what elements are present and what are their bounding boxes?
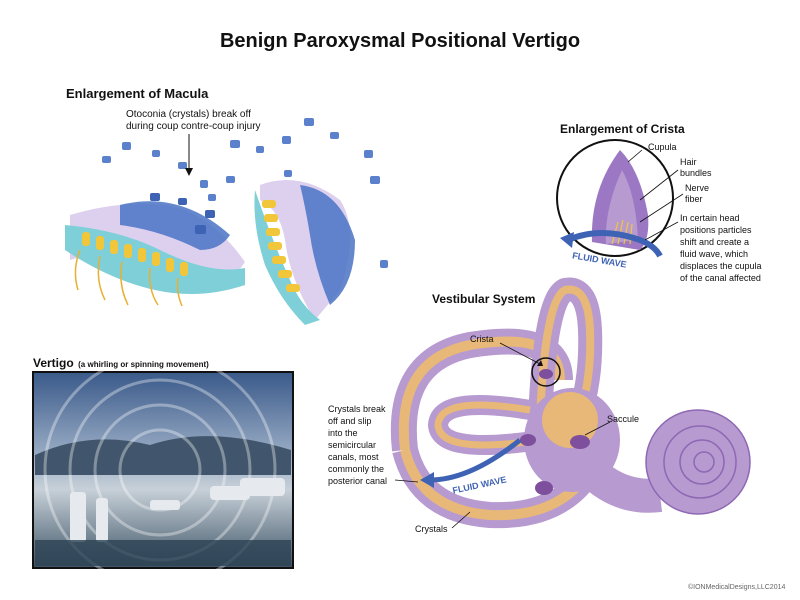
floating-otoconia <box>102 118 388 268</box>
crista-heading: Enlargement of Crista <box>560 122 685 136</box>
vertigo-subheading: (a whirling or spinning movement) <box>78 360 209 369</box>
saccule-label: Saccule <box>607 414 640 424</box>
macula-right-illustration <box>254 180 355 325</box>
vertigo-heading-row: Vertigo (a whirling or spinning movement… <box>33 354 209 372</box>
otoconia-callout-line1: Otoconia (crystals) break off <box>126 109 251 120</box>
vestibular-illustration <box>390 277 751 529</box>
vertigo-heading: Vertigo <box>33 356 74 370</box>
crista-description: In certain head positions particles shif… <box>680 213 762 283</box>
otoconia-callout-line2: during coup contre-coup injury <box>126 121 261 132</box>
crystals-description: Crystals break off and slip into the sem… <box>328 404 388 486</box>
hair-bundles-label-line2: bundles <box>680 168 712 178</box>
macula-left-illustration <box>65 193 245 307</box>
vestibular-heading: Vestibular System <box>432 292 536 306</box>
vertigo-photo <box>32 353 294 587</box>
crista-enlargement <box>556 139 684 258</box>
nerve-fiber-label-line2: fiber <box>685 194 703 204</box>
cupula-label: Cupula <box>648 142 677 152</box>
crystals-label: Crystals <box>415 524 448 534</box>
copyright-notice: ©IONMedicalDesigns,LLC2014 <box>688 584 786 591</box>
hair-bundles-label-line1: Hair <box>680 157 697 167</box>
page-title: Benign Paroxysmal Positional Vertigo <box>219 30 581 52</box>
macula-heading: Enlargement of Macula <box>66 86 209 101</box>
crista-label: Crista <box>470 334 494 344</box>
nerve-fiber-label-line1: Nerve <box>685 183 710 193</box>
